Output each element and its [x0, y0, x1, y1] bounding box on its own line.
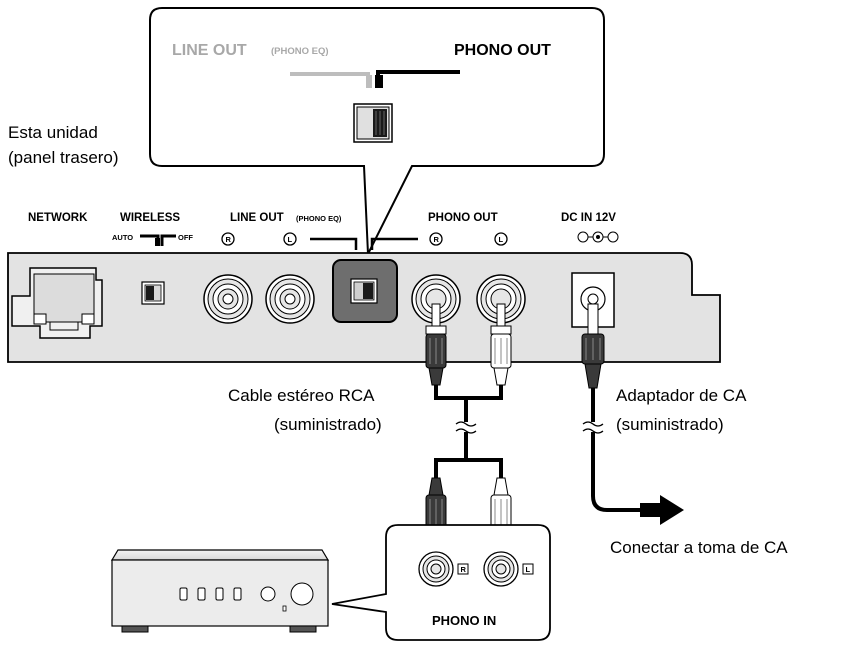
wireless-switch — [141, 281, 165, 305]
phono-in-l-jack — [483, 551, 519, 587]
phono-in-r-marker: R — [457, 563, 469, 575]
line-out-r-marker: R — [221, 232, 235, 246]
line-out-l-marker: L — [283, 232, 297, 246]
dc-in-label: DC IN 12V — [561, 212, 616, 224]
adapter-sublabel: (suministrado) — [616, 415, 724, 434]
rca-plug-r-top — [425, 303, 447, 386]
wireless-switch-indicator — [140, 234, 176, 246]
svg-text:L: L — [526, 565, 531, 574]
unit-label: Esta unidad — [8, 123, 98, 142]
callout-selector-indicator — [290, 70, 460, 88]
svg-text:R: R — [226, 235, 232, 244]
svg-text:L: L — [288, 235, 293, 244]
phono-in-callout: R L PHONO IN — [331, 524, 551, 641]
cable-sublabel: (suministrado) — [274, 415, 382, 434]
callout-phono-out-label: PHONO OUT — [454, 42, 551, 59]
callout-line-out-label: LINE OUT — [172, 42, 247, 59]
svg-text:R: R — [434, 235, 440, 244]
ac-adapter-cable — [581, 303, 684, 525]
phono-in-r-jack — [418, 551, 454, 587]
network-port — [11, 267, 103, 339]
connect-ac-label: Conectar a toma de CA — [610, 538, 788, 557]
dc-polarity-icon — [577, 231, 619, 243]
wireless-off-label: OFF — [178, 233, 193, 242]
line-out-r-jack — [203, 274, 253, 324]
amplifier — [110, 549, 330, 633]
line-out-label: LINE OUT — [230, 212, 284, 224]
unit-sublabel: (panel trasero) — [8, 148, 119, 167]
network-label: NETWORK — [28, 212, 88, 224]
wireless-label: WIRELESS — [120, 212, 180, 224]
adapter-label: Adaptador de CA — [616, 386, 747, 405]
cable-label: Cable estéreo RCA — [228, 386, 375, 405]
rca-plug-l-top — [490, 303, 512, 386]
ac-arrow-icon — [640, 495, 684, 525]
rca-cable — [425, 303, 512, 554]
phono-out-r-jack — [411, 274, 461, 324]
line-out-eq-label: (PHONO EQ) — [296, 214, 342, 223]
wireless-auto-label: AUTO — [112, 233, 133, 242]
phono-out-l-marker: L — [494, 232, 508, 246]
phono-out-label: PHONO OUT — [428, 212, 498, 224]
callout-phono-eq-label: (PHONO EQ) — [271, 46, 329, 57]
switch-callout: LINE OUT (PHONO EQ) PHONO OUT — [149, 7, 605, 258]
line-out-l-jack — [265, 274, 315, 324]
panel-selector-indicator — [310, 237, 418, 250]
phono-out-r-marker: R — [429, 232, 443, 246]
selector-switch — [332, 259, 398, 323]
callout-switch-icon — [353, 103, 393, 143]
svg-text:R: R — [461, 565, 467, 574]
phono-in-label: PHONO IN — [432, 613, 496, 628]
phono-in-l-marker: L — [522, 563, 534, 575]
phono-out-l-jack — [476, 274, 526, 324]
svg-text:L: L — [499, 235, 504, 244]
